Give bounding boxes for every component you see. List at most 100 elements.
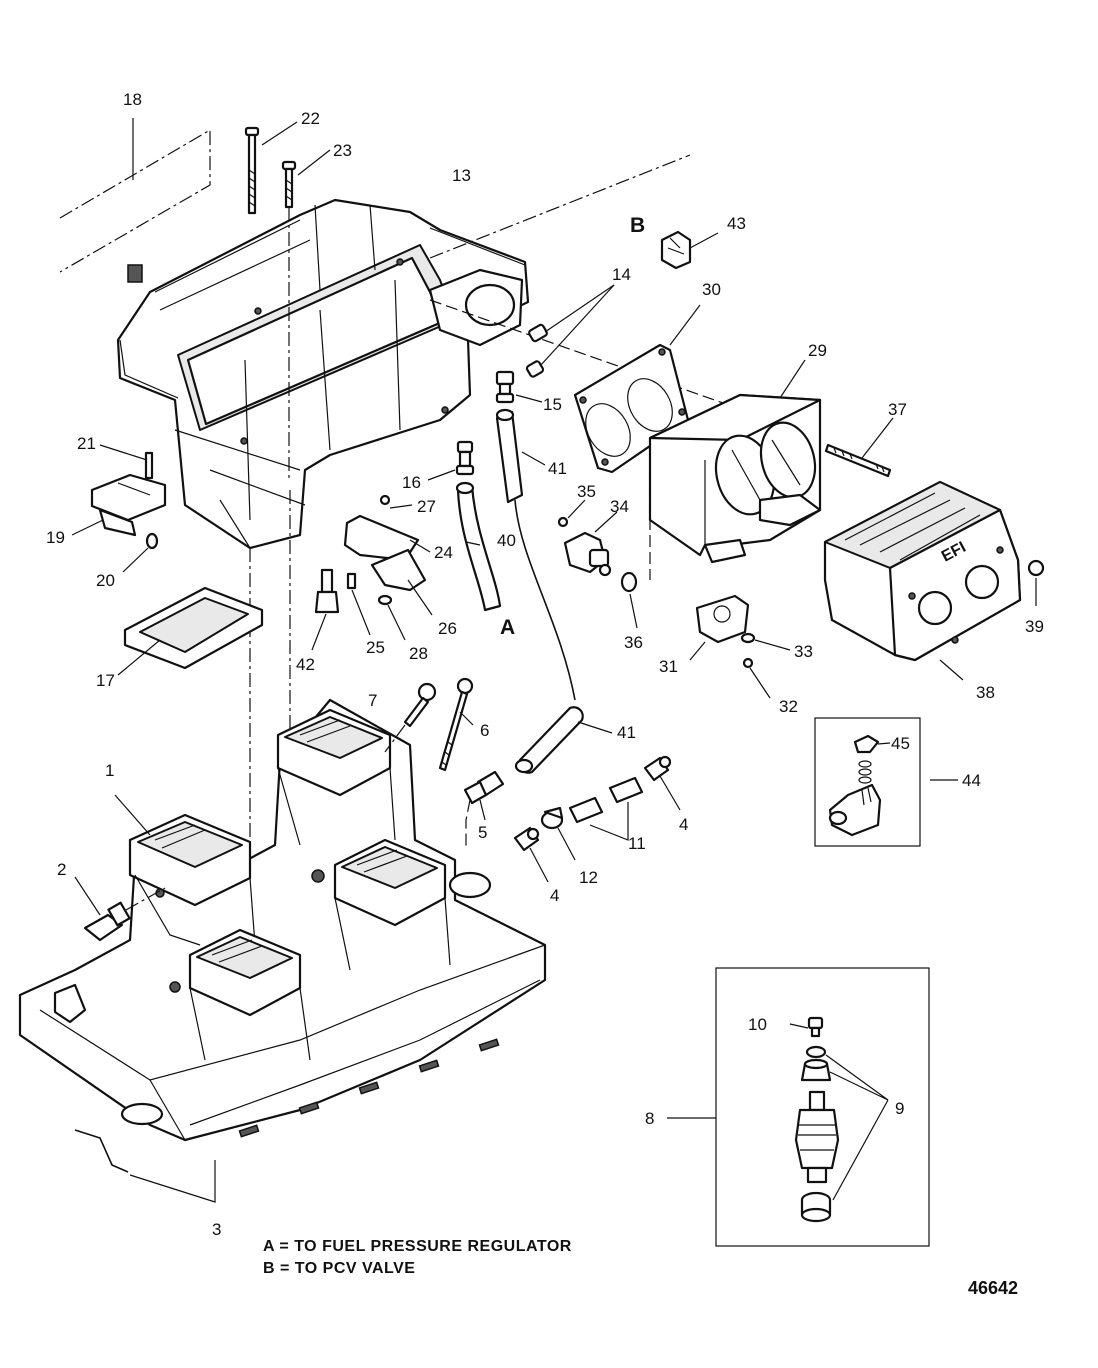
callout-37: 37 [888, 400, 907, 419]
callout-42: 42 [296, 655, 315, 674]
part-44-pcv-valve-box [814, 717, 958, 847]
part-30-throttle-gasket [573, 304, 701, 474]
callout-16: 16 [402, 473, 421, 492]
callout-28: 28 [409, 644, 428, 663]
callout-25: 25 [366, 638, 385, 657]
part-23-bolt [281, 149, 331, 480]
part-25-screw [346, 572, 371, 636]
callout-4: 4 [679, 815, 688, 834]
part-28-nut [377, 594, 406, 641]
callout-2: 2 [57, 860, 66, 879]
callout-8: 8 [645, 1109, 654, 1128]
part-22-long-bolt [244, 121, 298, 215]
part-32-screw [742, 657, 771, 699]
callout-6: 6 [480, 721, 489, 740]
part-9-injector-seals [800, 1045, 889, 1201]
callout-14: 14 [612, 265, 631, 284]
part-12-clamp [540, 806, 576, 861]
part-13-intake-plenum [116, 198, 530, 550]
part-11-hose-pieces [568, 776, 644, 841]
callout-23: 23 [333, 141, 352, 160]
part-31-throttle-position-sensor [689, 594, 750, 661]
callout-20: 20 [96, 571, 115, 590]
part-34-idle-air-control [563, 511, 618, 577]
part-7-bolt [384, 682, 437, 753]
callout-33: 33 [794, 642, 813, 661]
callout-21: 21 [77, 434, 96, 453]
callout-5: 5 [478, 823, 487, 842]
legend-a: A = TO FUEL PRESSURE REGULATOR [263, 1238, 572, 1255]
callout-12: 12 [579, 868, 598, 887]
callout-30: 30 [702, 280, 721, 299]
callout-41: 41 [617, 723, 636, 742]
callout-3: 3 [212, 1220, 221, 1239]
callout-34: 34 [610, 497, 629, 516]
part-8-fuel-injector-box [667, 967, 930, 1247]
callout-11: 11 [628, 834, 646, 853]
callout-27: 27 [417, 497, 436, 516]
callout-7: 7 [368, 691, 377, 710]
part-4-plug-upper [643, 755, 681, 811]
callout-1: 1 [105, 761, 114, 780]
part-3-wire [74, 1129, 216, 1203]
part-26-bracket-clip [370, 548, 433, 616]
part-45-pcv-valve [828, 734, 891, 837]
part-16-fitting [427, 440, 475, 481]
part-2-temperature-sensor [74, 876, 166, 942]
part-36-o-ring [620, 571, 638, 629]
part-41-vacuum-hose-upper [495, 408, 576, 701]
callout-35: 35 [577, 482, 596, 501]
part-39-nut [1027, 559, 1045, 606]
callout-44: 44 [962, 771, 981, 790]
callout-36: 36 [624, 633, 643, 652]
part-35-screw [557, 499, 586, 528]
callout-32: 32 [779, 697, 798, 716]
part-6-bolt [438, 677, 474, 772]
part-14-plugs [525, 284, 615, 378]
part-17-plenum-gasket [117, 586, 264, 676]
callout-10: 10 [748, 1015, 767, 1034]
callout-13: 13 [452, 166, 471, 185]
callout-43: 43 [727, 214, 746, 233]
callout-24: 24 [434, 543, 453, 562]
part-40-hose [455, 481, 502, 612]
part-33-washer [740, 632, 791, 651]
part-38-flame-arrestor-cover: EFI [823, 480, 1022, 681]
part-5-fitting [463, 770, 505, 850]
part-1-lower-intake-manifold [18, 698, 547, 1142]
callout-40: 40 [497, 531, 516, 550]
legend-b: B = TO PCV VALVE [263, 1260, 415, 1277]
callout-31: 31 [659, 657, 678, 676]
callout-26: 26 [438, 619, 457, 638]
callout-18: 18 [123, 90, 142, 109]
part-42-sensor-fitting [311, 568, 340, 651]
fuel-injector-body [794, 1090, 840, 1223]
part-20-gasket [122, 532, 159, 573]
callout-39: 39 [1025, 617, 1044, 636]
marker-b: B [630, 214, 645, 237]
callout-45: 45 [891, 734, 910, 753]
part-41-vacuum-hose-lower [514, 706, 613, 774]
part-29-throttle-body [648, 359, 822, 580]
callout-15: 15 [543, 395, 562, 414]
callout-29: 29 [808, 341, 827, 360]
callout-19: 19 [46, 528, 65, 547]
callout-labels: 18 22 23 13 43 14 30 29 15 37 21 41 16 3… [46, 90, 1044, 1239]
part-15-fitting [495, 370, 543, 404]
part-18-gasket-outline [59, 118, 211, 273]
callout-17: 17 [96, 671, 115, 690]
part-10-screw [789, 1016, 824, 1038]
part-21-screw [99, 444, 154, 480]
legend: A = TO FUEL PRESSURE REGULATOR B = TO PC… [263, 1238, 572, 1277]
callout-38: 38 [976, 683, 995, 702]
figure-number: 46642 [968, 1278, 1018, 1298]
part-24-bracket [343, 514, 431, 562]
part-43-pcv-fitting [660, 230, 719, 270]
part-19-map-sensor [71, 473, 167, 537]
callout-22: 22 [301, 109, 320, 128]
callout-9: 9 [895, 1099, 904, 1118]
callout-41: 41 [548, 459, 567, 478]
part-27-screw [379, 494, 413, 509]
callout-4: 4 [550, 886, 559, 905]
